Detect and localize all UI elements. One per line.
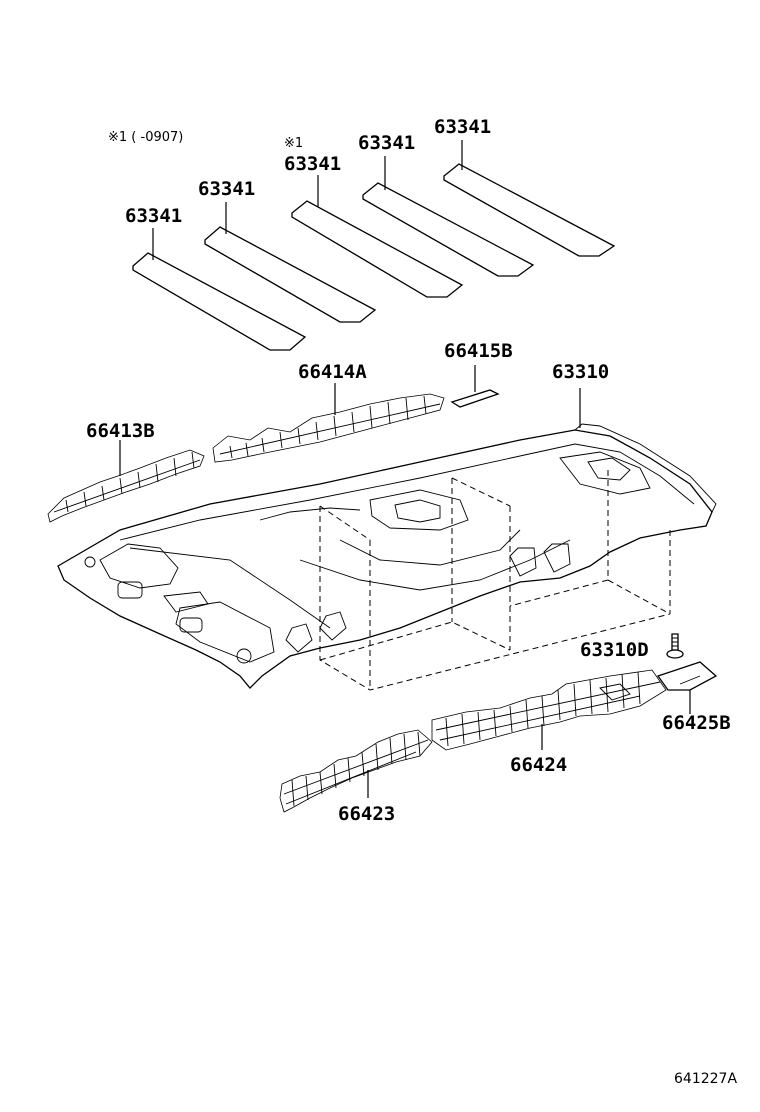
label-63341-1: 63341 [125,205,182,227]
label-63310: 63310 [552,361,609,383]
label-66415B: 66415B [444,340,513,362]
pad-66425B[interactable] [656,661,718,691]
label-63310D: 63310D [580,639,649,661]
label-63341-5: 63341 [434,116,491,138]
pad-63341-2[interactable] [204,226,377,323]
label-63341-4: 63341 [358,132,415,154]
pad-66415B[interactable] [450,389,500,408]
pad-63341-5[interactable] [443,163,616,257]
pad-63341-1[interactable] [132,252,307,351]
label-66424: 66424 [510,754,567,776]
pad-66414A[interactable] [212,393,445,463]
headliner-63310[interactable] [57,423,717,689]
label-66413B: 66413B [86,420,155,442]
label-63341-3: 63341 [284,153,341,175]
pad-63341-3[interactable] [291,200,464,298]
diagram-code: 641227A [674,1071,737,1087]
clip-63310D[interactable] [666,633,684,659]
projection-box [319,470,671,691]
label-66423: 66423 [338,803,395,825]
note-1: ※1 ( -0907) [108,130,183,145]
pad-66423[interactable] [279,729,433,813]
pad-63341-4[interactable] [362,182,535,277]
pad-66413B[interactable] [47,449,205,523]
pad-66424[interactable] [431,669,667,751]
note-2: ※1 [284,136,303,151]
label-63341-2: 63341 [198,178,255,200]
label-66425B: 66425B [662,712,731,734]
label-66414A: 66414A [298,361,367,383]
